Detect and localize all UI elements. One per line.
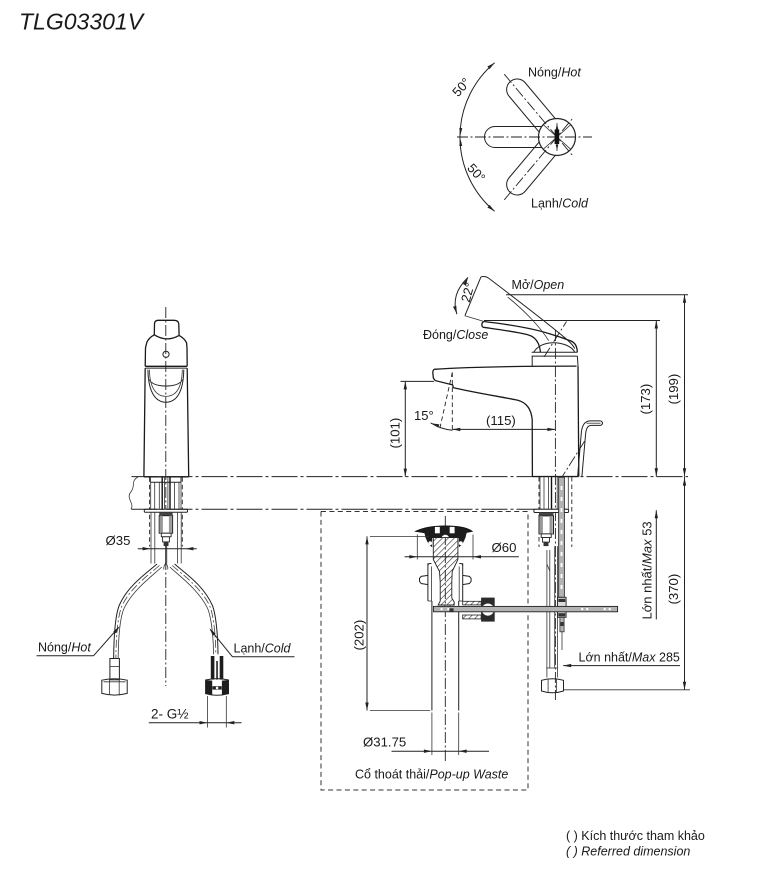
svg-text:(101): (101) — [388, 418, 403, 449]
svg-text:15°: 15° — [414, 408, 434, 423]
svg-text:(202): (202) — [352, 620, 367, 651]
svg-text:Đóng/Close: Đóng/Close — [423, 328, 488, 342]
svg-text:Cổ thoát thải/Pop-up Waste: Cổ thoát thải/Pop-up Waste — [355, 768, 508, 782]
svg-text:Mở/Open: Mở/Open — [512, 278, 565, 292]
svg-text:Nóng/Hot: Nóng/Hot — [528, 66, 581, 80]
svg-text:(115): (115) — [486, 413, 516, 428]
svg-text:Lạnh/Cold: Lạnh/Cold — [234, 642, 292, 656]
svg-text:( ) Referred dimension: ( ) Referred dimension — [566, 845, 690, 859]
svg-text:Ø60: Ø60 — [492, 540, 517, 555]
svg-text:(173): (173) — [638, 384, 653, 415]
svg-text:Lớn nhất/Max 53: Lớn nhất/Max 53 — [640, 521, 655, 619]
svg-text:(199): (199) — [666, 374, 681, 405]
svg-text:Ø31.75: Ø31.75 — [363, 735, 406, 750]
svg-text:Nóng/Hot: Nóng/Hot — [38, 641, 91, 655]
svg-text:Ø35: Ø35 — [106, 533, 131, 548]
svg-text:( ) Kích thước tham khảo: ( ) Kích thước tham khảo — [566, 829, 705, 843]
svg-text:Lớn nhất/Max 285: Lớn nhất/Max 285 — [579, 651, 680, 665]
svg-text:Lạnh/Cold: Lạnh/Cold — [531, 196, 589, 210]
svg-text:22°: 22° — [458, 281, 478, 304]
svg-text:TLG03301V: TLG03301V — [19, 9, 146, 35]
svg-text:(370): (370) — [666, 574, 681, 605]
svg-text:2- G½: 2- G½ — [151, 707, 189, 722]
